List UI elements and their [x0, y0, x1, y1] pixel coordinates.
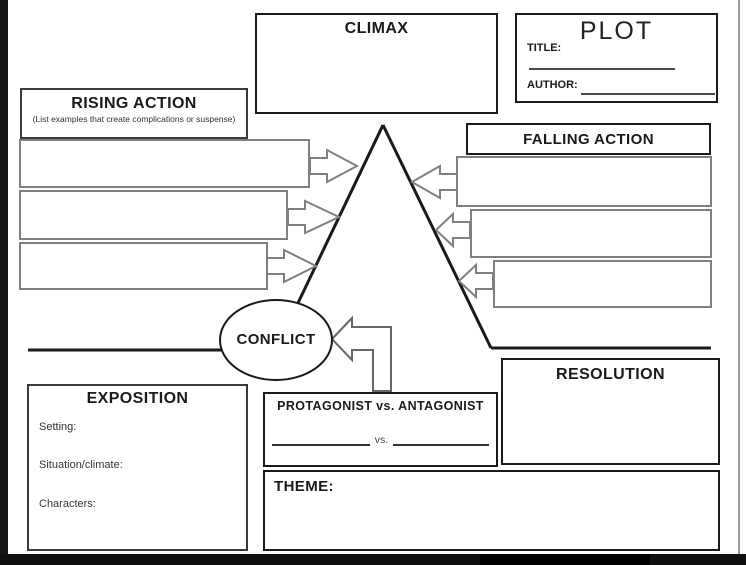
bottom-frame-bar-dark-segment: [480, 554, 650, 565]
author-label: AUTHOR:: [527, 79, 578, 91]
falling-action-box-2[interactable]: [470, 209, 712, 258]
resolution-label: RESOLUTION: [556, 366, 665, 383]
rising-action-box-1[interactable]: [19, 139, 310, 188]
right-page-edge-line: [738, 0, 740, 554]
exposition-label: EXPOSITION: [86, 390, 189, 407]
climax-label: CLIMAX: [344, 20, 409, 37]
plot-heading: PLOT: [579, 17, 654, 45]
protagonist-antagonist-heading: PROTAGONIST vs. ANTAGONIST: [277, 399, 484, 413]
plot-info-box: PLOT TITLE: AUTHOR:: [515, 13, 718, 103]
theme-label: THEME:: [274, 478, 334, 495]
rising-arrow-3-icon: [266, 248, 319, 284]
falling-arrow-2-icon: [434, 211, 471, 249]
exposition-box[interactable]: EXPOSITION Setting: Situation/climate: C…: [27, 384, 248, 551]
rising-slope-line: [296, 124, 385, 304]
author-input-line[interactable]: [581, 79, 715, 95]
rising-action-label: RISING ACTION: [71, 95, 197, 112]
conflict-label: CONFLICT: [236, 331, 316, 348]
falling-action-box-1[interactable]: [456, 156, 712, 207]
resolution-box[interactable]: RESOLUTION: [501, 358, 720, 465]
title-input-line[interactable]: [529, 55, 675, 70]
falling-action-header: FALLING ACTION: [466, 123, 711, 155]
characters-field-label: Characters:: [39, 498, 96, 510]
falling-action-box-3[interactable]: [493, 260, 712, 308]
protagonist-antagonist-box: PROTAGONIST vs. ANTAGONIST vs.: [263, 392, 498, 467]
falling-arrow-1-icon: [409, 164, 458, 200]
versus-row: vs.: [265, 430, 496, 446]
antagonist-blank-line[interactable]: [393, 430, 490, 446]
title-label: TITLE:: [527, 42, 562, 54]
rising-action-header: RISING ACTION (List examples that create…: [20, 88, 248, 139]
left-frame-bar: [0, 0, 8, 565]
falling-action-label: FALLING ACTION: [523, 131, 654, 148]
rising-action-box-2[interactable]: [19, 190, 288, 240]
conflict-pointer-arrow-icon: [330, 315, 392, 392]
theme-box[interactable]: THEME:: [263, 470, 720, 551]
setting-field-label: Setting:: [39, 421, 77, 433]
rising-action-box-3[interactable]: [19, 242, 268, 290]
falling-arrow-3-icon: [457, 262, 494, 300]
rising-arrow-1-icon: [309, 148, 360, 184]
rising-action-subtitle: (List examples that create complications…: [32, 114, 236, 124]
versus-separator: vs.: [374, 434, 389, 446]
rising-arrow-2-icon: [287, 199, 342, 235]
situation-climate-field-label: Situation/climate:: [39, 459, 123, 471]
protagonist-blank-line[interactable]: [271, 430, 370, 446]
climax-box[interactable]: CLIMAX: [255, 13, 498, 114]
bottom-frame-bar: [0, 554, 746, 565]
